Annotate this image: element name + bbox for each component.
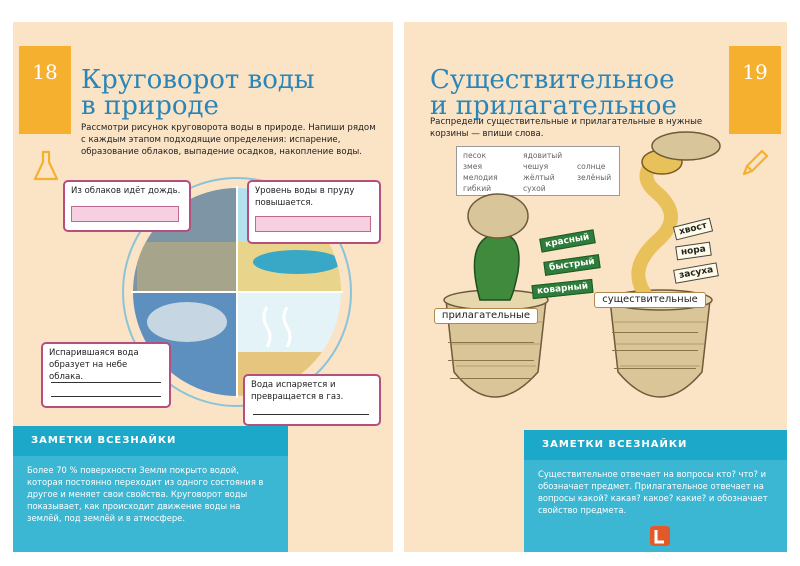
right-page: 19 Существительное и прилагательное Расп… [404, 22, 787, 552]
word: зелёный [577, 173, 612, 182]
callout-rain-text: Из облаков идёт дождь. [71, 186, 181, 196]
page-number: 19 [742, 60, 768, 84]
answer-line-evaporation[interactable] [253, 414, 369, 415]
notes-text: Более 70 % поверхности Земли покрыто вод… [13, 456, 288, 552]
task-text: Рассмотри рисунок круговорота воды в при… [81, 123, 376, 157]
answer-field-rain[interactable] [71, 206, 179, 222]
page-number: 18 [32, 60, 58, 84]
answer-line[interactable] [450, 378, 532, 379]
answer-field-pond[interactable] [255, 216, 371, 232]
basket-label-nouns: существительные [594, 292, 706, 308]
word: сухой [523, 184, 546, 193]
left-page: 18 Круговорот воды в природе Рассмотри р… [13, 22, 393, 552]
basket-label-adjectives: прилагательные [434, 308, 538, 324]
callout-pond-text: Уровень воды в пруду повышается. [255, 186, 355, 208]
word: солнце [577, 162, 606, 171]
task-text: Распредели существительные и прилагатель… [430, 117, 703, 139]
word-bank: песок ядовитый змея чешуя солнце мелодия… [456, 146, 620, 196]
answer-line-clouds-2[interactable] [51, 396, 161, 397]
page-title-line1: Круговорот воды [81, 65, 315, 95]
word: змея [463, 162, 483, 171]
callout-clouds: Испарившаяся вода образует на небе облак… [41, 342, 171, 408]
answer-line-clouds-1[interactable] [51, 382, 161, 383]
page-title-line2: в природе [81, 91, 219, 121]
callout-pond: Уровень воды в пруду повышается. [247, 180, 381, 244]
word: жёлтый [523, 173, 555, 182]
pencil-icon [742, 149, 769, 176]
notes-title: ЗАМЕТКИ ВСЕЗНАЙКИ [524, 430, 787, 460]
answer-line[interactable] [612, 332, 698, 333]
callout-evaporation: Вода испаряется и превращается в газ. [243, 374, 381, 426]
notes-title: ЗАМЕТКИ ВСЕЗНАЙКИ [13, 426, 288, 456]
callout-evaporation-text: Вода испаряется и превращается в газ. [251, 380, 344, 402]
answer-line[interactable] [448, 342, 534, 343]
atom-icon [32, 107, 60, 125]
word: чешуя [523, 162, 549, 171]
publisher-logo-icon [650, 526, 670, 546]
word: песок [463, 151, 487, 160]
page-title-line1: Существительное [430, 65, 675, 95]
page-title-line2: и прилагательное [430, 91, 677, 121]
answer-line[interactable] [614, 368, 696, 369]
atom-icon [741, 107, 769, 125]
flask-icon [33, 150, 59, 181]
word: гибкий [463, 184, 492, 193]
callout-clouds-text: Испарившаяся вода образует на небе облак… [49, 348, 139, 382]
answer-line[interactable] [612, 350, 698, 351]
word: ядовитый [523, 151, 563, 160]
word: мелодия [463, 173, 498, 182]
answer-line[interactable] [448, 360, 534, 361]
